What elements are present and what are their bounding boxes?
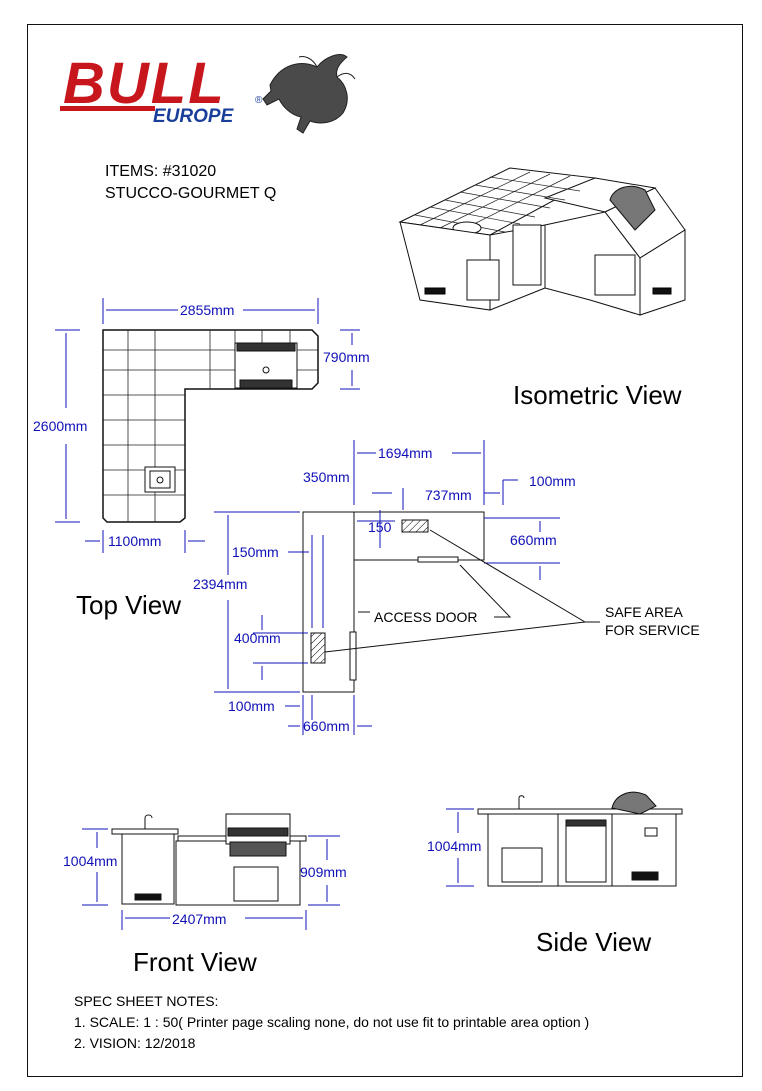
notes-vision: 2. VISION: 12/2018 [74,1035,196,1051]
dim-plan-660b: 660mm [303,718,350,734]
dim-plan-737: 737mm [425,487,472,503]
plan-access-door-1 [349,631,357,681]
side-view-drawing [477,791,683,887]
logo-mark: ® [255,95,263,106]
bull-europe-logo: BULL EUROPE ® [60,51,356,134]
logo-brand: BULL [63,51,226,116]
dim-side-height: 1004mm [427,838,481,854]
dim-plan-350: 350mm [303,469,350,485]
dim-top-height: 2600mm [33,418,87,434]
notes-scale: 1. SCALE: 1 : 50( Printer page scaling n… [74,1014,590,1030]
isometric-drawing [398,167,686,316]
dim-front-height2: 909mm [300,864,347,880]
logo-stripe [60,106,155,111]
plan-safe-area-1 [401,519,429,533]
iso-door-2 [594,254,636,296]
top-view-tiles [103,330,318,522]
logo-sub: EUROPE [153,106,235,127]
dim-front-width: 2407mm [172,911,226,927]
iso-fridge [512,224,542,286]
dim-top-depth-right: 790mm [323,349,370,365]
items-model: STUCCO-GOURMET Q [105,185,277,202]
dim-plan-100a: 100mm [529,473,576,489]
front-view-dim-lines [82,828,340,930]
label-isometric-view: Isometric View [513,380,682,410]
dim-plan-400: 400mm [234,630,281,646]
notes-title: SPEC SHEET NOTES: [74,993,219,1009]
dim-plan-150b: 150mm [232,544,279,560]
dim-plan-150a: 150 [368,519,392,535]
iso-grill [609,185,656,231]
bull-icon [262,54,356,134]
dim-plan-2394: 2394mm [193,576,247,592]
plan-access-door-2 [417,556,459,563]
side-view-dim-lines [446,808,474,887]
items-block: ITEMS: #31020 STUCCO-GOURMET Q [105,161,276,205]
front-view-drawing [111,813,307,906]
sheet-border [27,24,743,1077]
top-view-grill [234,342,298,389]
plan-outline [302,511,485,693]
leader-lines [324,529,600,653]
dim-plan-100b: 100mm [228,698,275,714]
label-safe-area-2: FOR SERVICE [605,622,700,638]
dim-top-width: 2855mm [180,302,234,318]
dim-front-height: 1004mm [63,853,117,869]
top-view-dim-lines [55,298,360,553]
iso-door-1 [466,259,500,301]
label-safe-area-1: SAFE AREA [605,604,683,620]
label-top-view: Top View [76,590,182,620]
dim-plan-660a: 660mm [510,532,557,548]
label-front-view: Front View [133,947,257,977]
dim-top-left-width: 1100mm [108,533,161,549]
label-access-door: ACCESS DOOR [374,609,477,625]
label-side-view: Side View [536,927,652,957]
plan-safe-area-2 [310,632,326,664]
plan-dim-lines [214,440,560,735]
spec-notes: SPEC SHEET NOTES: 1. SCALE: 1 : 50( Prin… [74,991,589,1054]
iso-vents [424,287,672,295]
items-number: ITEMS: #31020 [105,163,217,180]
iso-tiles [414,171,581,233]
iso-face-end [639,229,686,316]
dim-plan-1694: 1694mm [378,445,432,461]
top-view-sink [144,466,176,493]
